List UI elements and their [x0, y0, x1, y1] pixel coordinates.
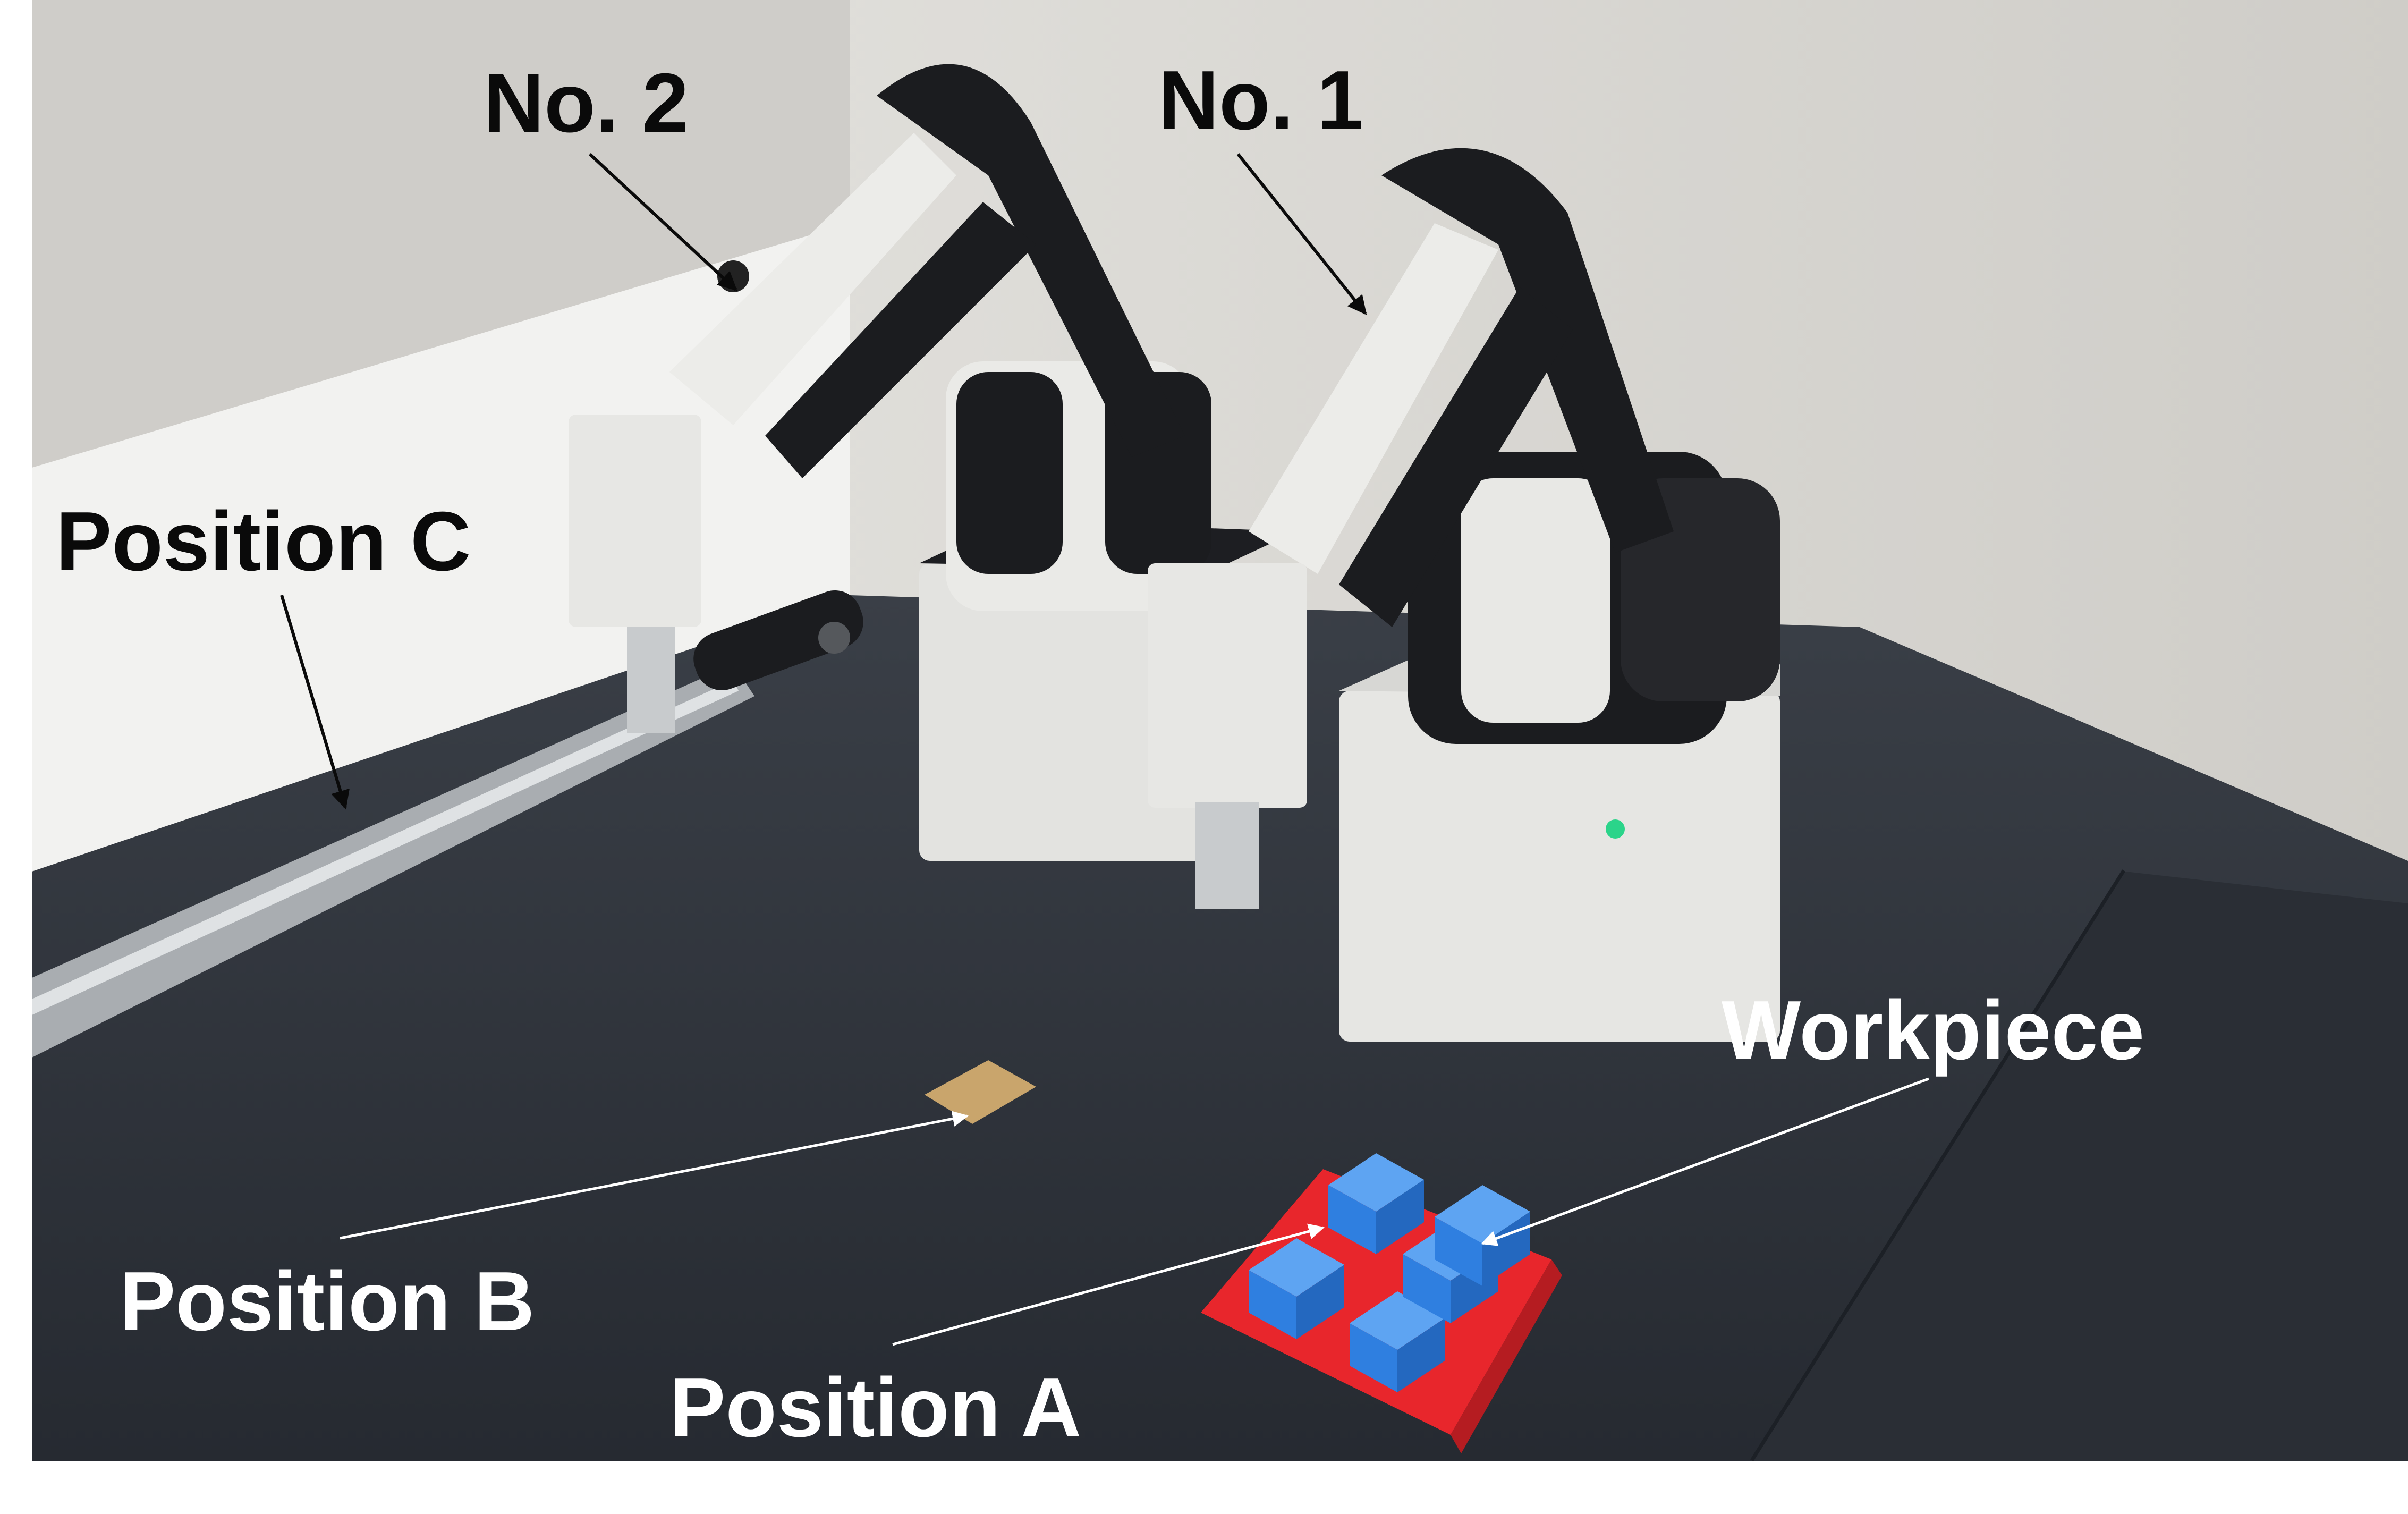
- workpiece-blocks: [1249, 1153, 1530, 1392]
- position-b-arrow: [340, 1111, 969, 1240]
- robot-1-gripper-box: [1148, 563, 1307, 808]
- bottom-margin: [0, 1461, 2408, 1514]
- label-robot-no-2: No. 2: [484, 56, 689, 150]
- robot-2-base: [919, 563, 1217, 861]
- robot-no-2: [569, 64, 1296, 861]
- robot-1-arrow: [1236, 153, 1367, 315]
- label-position-b: Position B: [120, 1255, 535, 1348]
- robot-2-gripper-box: [569, 415, 701, 627]
- white-backdrop: [32, 223, 850, 903]
- label-position-c: Position C: [56, 495, 471, 588]
- workpiece-arrow: [1481, 1077, 1929, 1246]
- table-side-right: [1753, 872, 2408, 1461]
- label-workpiece: Workpiece: [1722, 984, 2145, 1077]
- label-position-a: Position A: [669, 1361, 1082, 1454]
- position-b-card: [925, 1060, 1036, 1124]
- robot-2-arrow: [588, 153, 737, 291]
- robot-1-base: [1339, 691, 1780, 1042]
- label-robot-no-1: No. 1: [1158, 54, 1364, 147]
- table-surface: [32, 595, 2408, 1461]
- conveyor: [32, 590, 863, 1058]
- robot-1-upper-arm: [1249, 223, 1498, 574]
- position-c-arrow: [280, 595, 350, 810]
- left-wall-panel: [32, 0, 850, 478]
- robot-2-upper-arm: [669, 133, 956, 425]
- position-a-arrow: [892, 1223, 1325, 1346]
- robot-no-1: [1148, 148, 1780, 1042]
